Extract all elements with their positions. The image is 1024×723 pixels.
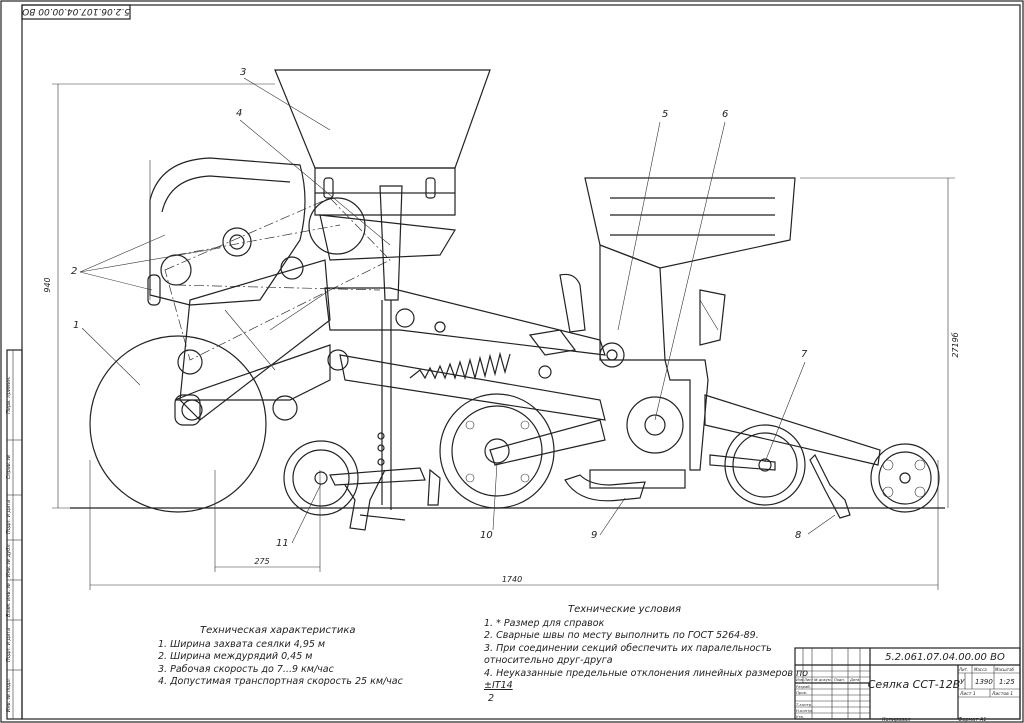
dim-small-value: 275 — [254, 557, 269, 566]
callout-3: 3 — [240, 67, 246, 78]
tech-characteristics-item-1: 1. Ширина захвата сеялки 4,95 м — [158, 638, 326, 650]
col-hdr-3: Подп. — [834, 678, 845, 682]
dim-width-value: 1740 — [502, 575, 522, 584]
col-hdr-1: Лист — [803, 678, 814, 682]
scale-header: Масштаб — [995, 667, 1015, 672]
tech-conditions-item-1: 1. * Размер для справок — [484, 617, 605, 629]
spring — [409, 351, 511, 381]
callout-6: 6 — [722, 109, 728, 120]
tech-conditions-item-4: 4. Неуказанные предельные отклонения лин… — [484, 667, 809, 679]
role-4: Утв. — [796, 714, 804, 719]
tech-conditions-item-3: 3. При соединении секций обеспечить их п… — [484, 642, 772, 654]
tech-characteristics-title: Техническая характеристика — [200, 625, 356, 636]
role-3: Н.контр. — [796, 708, 813, 713]
tech-conditions-tolerance: ±IT14 — [484, 680, 513, 691]
parallel-link-bottom — [339, 354, 606, 421]
callout-11: 11 — [276, 538, 289, 549]
side-stamp-2: Подп. и дата — [6, 500, 12, 534]
tech-conditions-item-2: 2. Сварные швы по месту выполнить по ГОС… — [484, 630, 759, 641]
mass-value: 1390 — [975, 678, 993, 686]
rotated-code-box: 5.2.06.107.04.00.00 ВО — [21, 4, 131, 20]
title-block: 5.2.061.07.04.00.00 ВО Сеялка ССТ-12В Ли… — [794, 647, 1021, 720]
side-stamp-5: Подп. и дата — [6, 628, 12, 662]
tech-characteristics: Техническая характеристика 1. Ширина зах… — [158, 625, 403, 689]
tech-conditions: Технические условия 1. * Размер для спра… — [484, 604, 808, 705]
side-stamp-6: Инв. № подл. — [6, 678, 12, 713]
col-hdr-4: Дата — [849, 678, 859, 682]
side-stamp: Перв. примен. Справ. № Подп. и дата Инв.… — [6, 349, 23, 720]
rear-wheel — [724, 424, 806, 506]
sheet-label: Лист 1 — [959, 691, 976, 697]
callouts: 3 4 2 1 5 6 7 8 9 10 11 — [71, 67, 836, 549]
lit-value: У — [960, 678, 965, 686]
title-name: Сеялка ССТ-12В — [868, 678, 961, 691]
central-mast — [379, 185, 403, 301]
side-stamp-0: Перв. примен. — [6, 376, 12, 414]
dim-height-value: 940 — [43, 277, 52, 292]
copied-label: Копировал — [882, 717, 911, 723]
seeder-assembly-drawing: 940 2719б 1740 275 — [43, 67, 960, 590]
side-stamp-3: Инв. № дубл. — [6, 543, 12, 577]
dim-right-value: 2719б — [951, 332, 960, 357]
coulter — [564, 474, 646, 502]
tech-conditions-denominator: 2 — [488, 692, 495, 704]
mass-header: Масса — [974, 667, 987, 672]
big-wheel — [89, 335, 267, 513]
drive-housing — [149, 157, 306, 306]
format-label: Формат A1 — [958, 717, 986, 723]
tech-characteristics-item-3: 3. Рабочая скорость до 7...9 км/час — [158, 663, 334, 675]
callout-8: 8 — [795, 530, 801, 541]
title-code: 5.2.061.07.04.00.00 ВО — [885, 652, 1005, 663]
lever-handle — [559, 273, 586, 333]
frame-left — [179, 259, 331, 421]
gauge-wheel — [283, 440, 359, 516]
role-2: Т.контр. — [796, 702, 812, 707]
callout-5: 5 — [662, 109, 668, 120]
press-wheel — [439, 393, 555, 509]
hopper-small — [584, 177, 796, 269]
side-stamp-4: Взам. инв. № — [6, 583, 12, 617]
tech-conditions-item-3b: относительно друг-друга — [484, 655, 613, 666]
col-hdr-0: Изм — [796, 678, 804, 682]
parallel-link-top — [324, 287, 606, 356]
callout-4: 4 — [236, 108, 242, 119]
col-hdr-2: № докум. — [813, 678, 832, 682]
callout-9: 9 — [591, 530, 597, 541]
callout-7: 7 — [801, 349, 808, 360]
callout-10: 10 — [480, 530, 493, 541]
harrow-tine — [809, 453, 851, 519]
callout-2: 2 — [71, 266, 77, 277]
rotated-code: 5.2.06.107.04.00.00 ВО — [22, 6, 130, 16]
tech-characteristics-item-4: 4. Допустимая транспортная скорость 25 к… — [158, 676, 403, 687]
tech-conditions-title: Технические условия — [568, 604, 681, 615]
hopper-large — [274, 69, 491, 169]
lit-header: Лит. — [958, 667, 968, 672]
tech-characteristics-item-2: 2. Ширина междурядий 0,45 м — [158, 651, 313, 662]
role-1: Пров. — [796, 690, 807, 695]
roller — [870, 443, 940, 513]
sheets-label: Листов 1 — [991, 691, 1013, 697]
role-0: Разраб. — [796, 684, 811, 689]
callout-1: 1 — [73, 320, 79, 331]
rear-frame — [704, 394, 881, 466]
scale-value: 1:25 — [999, 678, 1015, 686]
side-stamp-1: Справ. № — [6, 455, 12, 479]
